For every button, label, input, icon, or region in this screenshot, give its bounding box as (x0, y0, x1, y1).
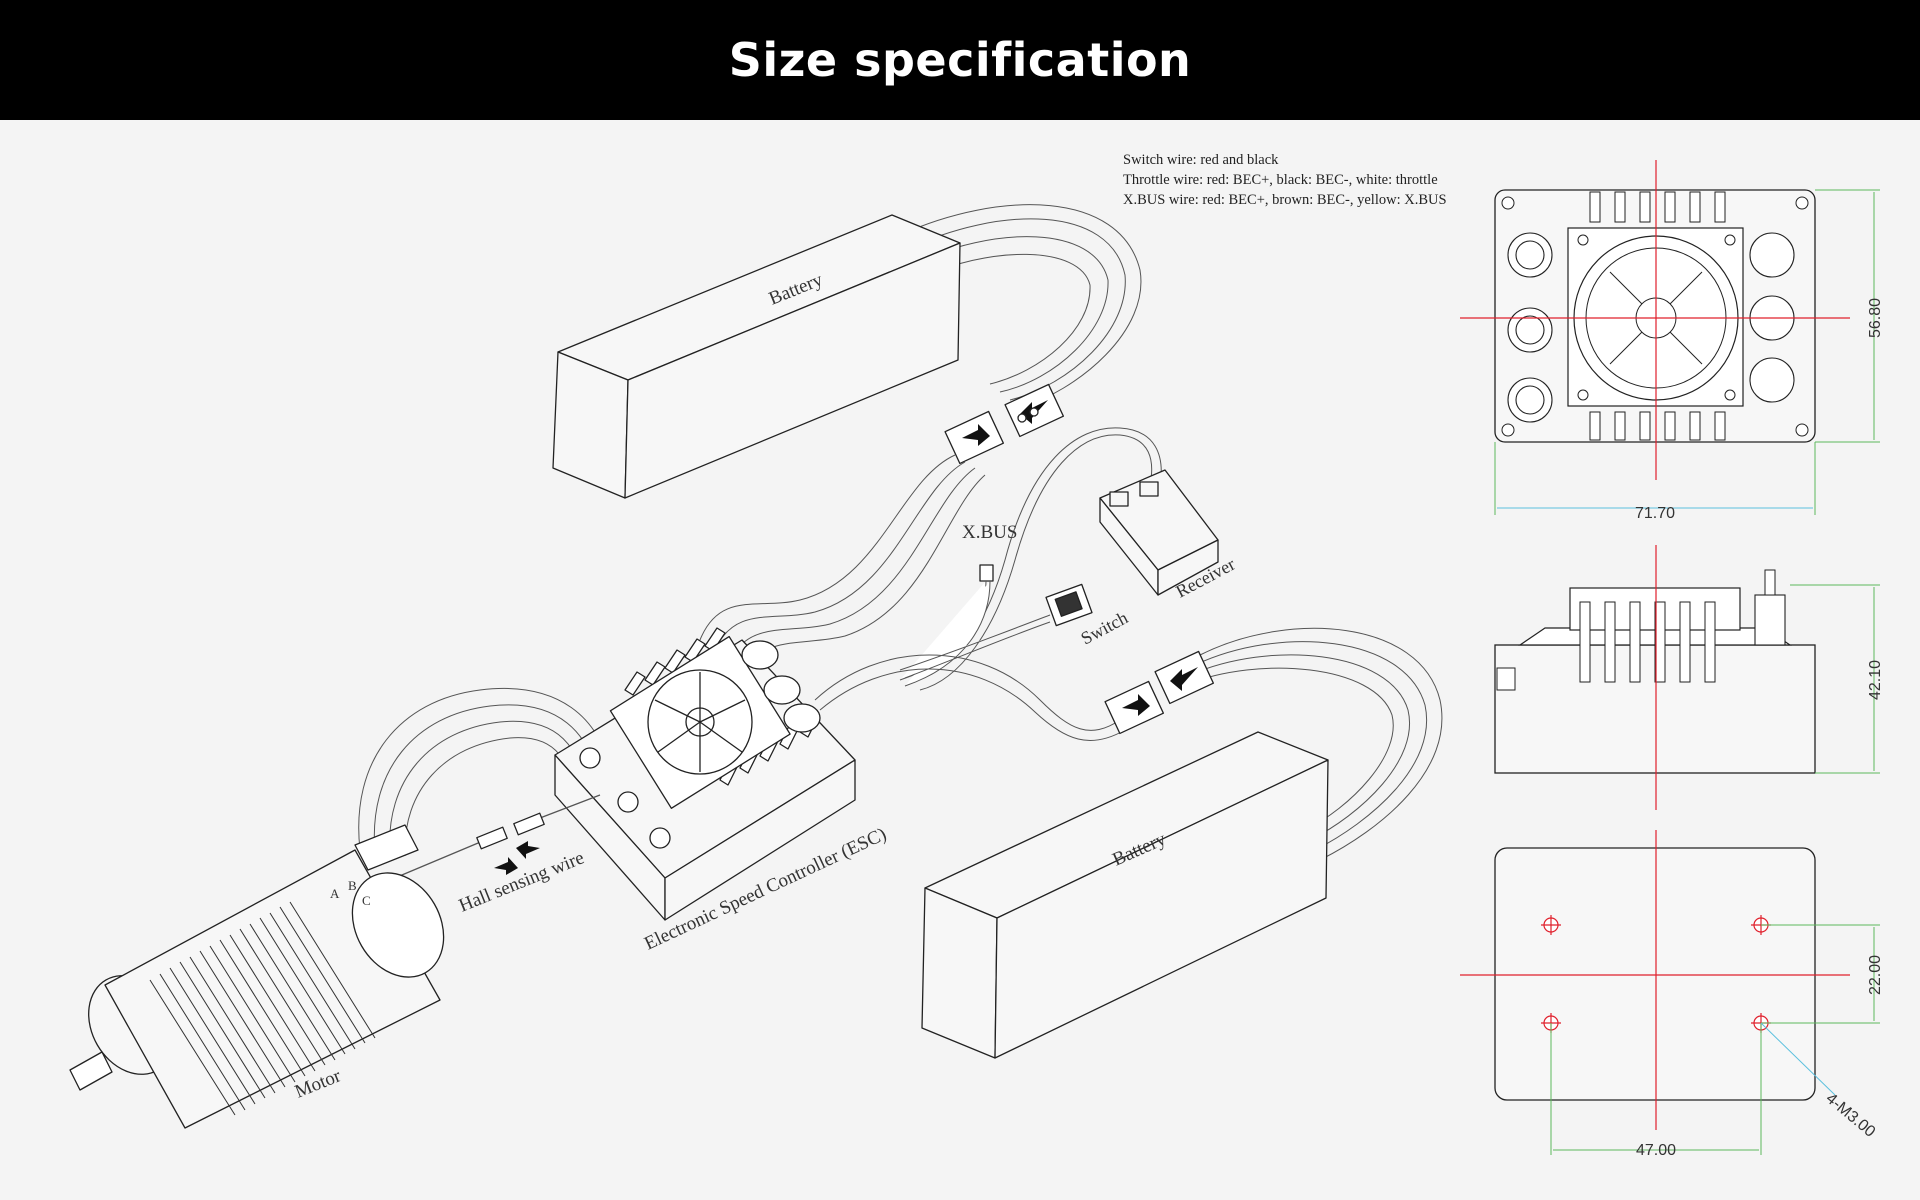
esc (554, 627, 856, 921)
bottom-horizontal-dim: 47.00 (1636, 1142, 1676, 1159)
connector-pair-top (944, 383, 1065, 465)
wiring-diagram: Battery Rece (69, 204, 1443, 1129)
page-header: Size specification (0, 0, 1920, 120)
phase-b-label: B (348, 878, 357, 893)
battery-top-cables (899, 204, 1142, 411)
battery-bottom: Battery (921, 731, 1329, 1059)
page-title: Size specification (728, 33, 1192, 87)
screw-spec-dim: 4-M3.00 (1822, 1090, 1878, 1141)
side-view: 42.10 (1494, 545, 1884, 810)
xbus-label: X.BUS (962, 522, 1017, 543)
phase-c-label: C (362, 893, 371, 908)
mounting-holes-top (1501, 196, 1809, 437)
bottom-vertical-dim: 22.00 (1867, 955, 1884, 995)
receiver: Receiver (1099, 469, 1238, 602)
heatsink-slots-top (1589, 191, 1726, 441)
top-width-dim: 71.70 (1635, 505, 1675, 522)
heatsink-fins-side (1579, 601, 1716, 683)
switch-wire-note: Switch wire: red and black (1123, 152, 1279, 168)
capacitor-rings (1507, 232, 1795, 423)
wire-notes: Switch wire: red and black Throttle wire… (1123, 150, 1447, 210)
battery-bottom-cables (814, 627, 1443, 861)
top-view: 56.80 71.70 (1460, 160, 1884, 522)
esc-fan (609, 635, 791, 809)
phase-a-label: A (330, 886, 340, 901)
battery-top: Battery (552, 214, 961, 499)
connector-pair-bottom (1104, 650, 1215, 735)
bottom-view: 22.00 47.00 4-M3.00 (1460, 830, 1884, 1159)
throttle-wire-note: Throttle wire: red: BEC+, black: BEC-, w… (1123, 172, 1438, 188)
esc-capacitors (741, 640, 821, 733)
xbus-wire-note: X.BUS wire: red: BEC+, brown: BEC-, yell… (1123, 192, 1447, 208)
motor: A B C Motor (69, 824, 445, 1129)
side-height-dim: 42.10 (1867, 660, 1884, 700)
hall-label: Hall sensing wire (456, 847, 587, 916)
motor-cooling-fins (149, 901, 376, 1116)
top-height-dim: 56.80 (1867, 298, 1884, 338)
